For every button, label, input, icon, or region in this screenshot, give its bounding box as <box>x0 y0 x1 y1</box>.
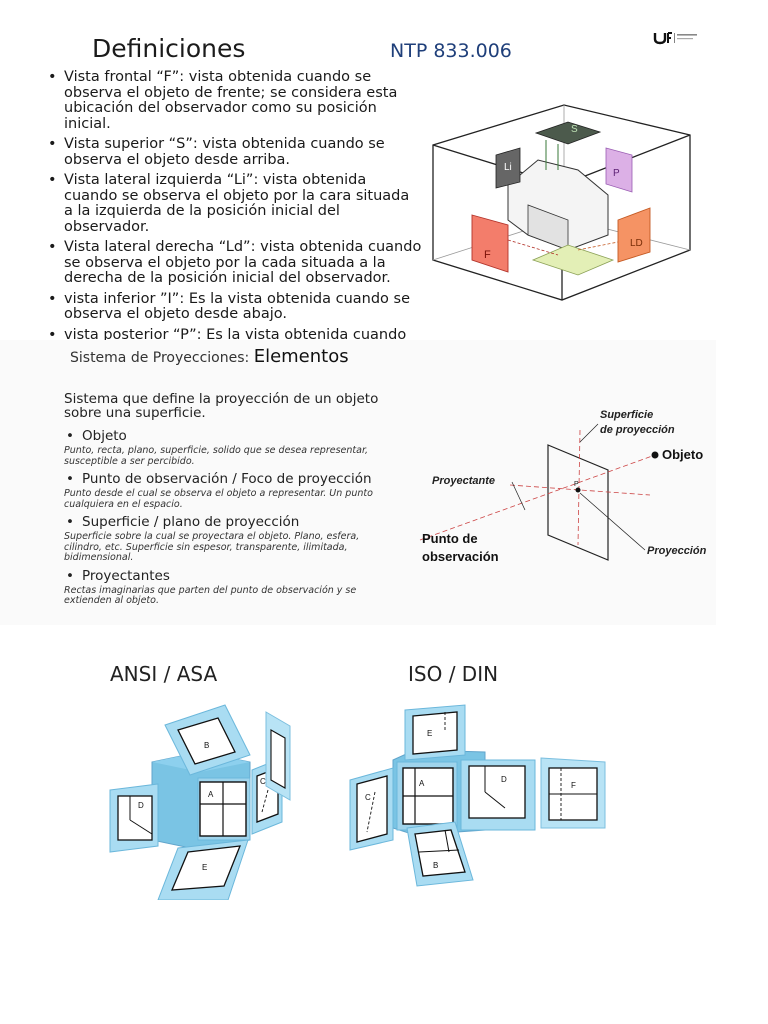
svg-text:S: S <box>571 124 578 135</box>
svg-text:C: C <box>260 777 266 786</box>
svg-text:Punto de: Punto de <box>422 531 478 546</box>
element-description: Punto desde el cual se observa el objeto… <box>64 489 394 510</box>
ansi-title: ANSI / ASA <box>110 662 217 686</box>
element-title: Punto de observación / Foco de proyecció… <box>64 471 394 487</box>
svg-text:A: A <box>208 790 214 799</box>
svg-text:E: E <box>427 729 432 738</box>
definition-item: Vista lateral izquierda “Li”: vista obte… <box>42 173 422 235</box>
svg-text:F: F <box>571 781 576 790</box>
svg-text:observación: observación <box>422 549 499 564</box>
section-intro: Sistema que define la proyección de un o… <box>64 392 384 420</box>
definition-item: Vista lateral derecha “Ld”: vista obteni… <box>42 240 422 287</box>
svg-text:D: D <box>138 801 144 810</box>
iso-diagram: E A C D F B <box>345 700 615 890</box>
svg-text:Li: Li <box>504 162 512 173</box>
list-item: Proyectantes Rectas imaginarias que part… <box>64 568 394 607</box>
svg-text:Superficie: Superficie <box>600 409 653 421</box>
object-point <box>652 452 659 459</box>
views-box-diagram: S Li P F LD <box>428 100 694 305</box>
svg-text:LD: LD <box>630 238 643 249</box>
svg-text:Objeto: Objeto <box>662 447 703 462</box>
element-description: Punto, recta, plano, superficie, solido … <box>64 446 394 467</box>
page-title: Definiciones <box>92 34 245 63</box>
svg-text:E: E <box>202 863 207 872</box>
projection-point <box>576 488 581 493</box>
element-description: Rectas imaginarias que parten del punto … <box>64 586 394 607</box>
logo-icon <box>652 30 700 46</box>
definition-item: Vista superior “S”: vista obtenida cuand… <box>42 137 422 168</box>
element-title: Proyectantes <box>64 568 394 584</box>
svg-text:P: P <box>574 481 579 488</box>
section-heading: Sistema de Proyecciones: Elementos <box>70 346 349 367</box>
element-title: Objeto <box>64 428 394 444</box>
element-title: Superficie / plano de proyección <box>64 514 394 530</box>
view-li-panel: Li <box>496 148 520 188</box>
svg-text:Proyectante: Proyectante <box>432 475 495 487</box>
element-description: Superficie sobre la cual se proyectara e… <box>64 532 394 564</box>
list-item: Superficie / plano de proyección Superfi… <box>64 514 394 564</box>
elements-list: Objeto Punto, recta, plano, superficie, … <box>64 428 394 611</box>
ansi-diagram: B A D C E <box>100 700 320 900</box>
view-p-panel: P <box>606 148 632 192</box>
definitions-list: Vista frontal “F”: vista obtenida cuando… <box>42 70 422 364</box>
view-s-panel: S <box>536 122 600 170</box>
iso-title: ISO / DIN <box>408 662 498 686</box>
svg-text:de proyección: de proyección <box>600 424 675 436</box>
svg-text:B: B <box>433 861 438 870</box>
standard-label: NTP 833.006 <box>390 40 512 62</box>
svg-text:C: C <box>365 793 371 802</box>
svg-text:B: B <box>204 741 209 750</box>
list-item: Objeto Punto, recta, plano, superficie, … <box>64 428 394 467</box>
svg-text:D: D <box>501 775 507 784</box>
svg-text:Proyección: Proyección <box>647 545 707 557</box>
list-item: Punto de observación / Foco de proyecció… <box>64 471 394 510</box>
svg-text:P: P <box>613 168 620 179</box>
svg-text:A: A <box>419 779 425 788</box>
projection-diagram: P Superficie de proyección Objeto Proyec… <box>400 400 716 590</box>
definition-item: Vista frontal “F”: vista obtenida cuando… <box>42 70 422 132</box>
definition-item: vista inferior ”I”: Es la vista obtenida… <box>42 292 422 323</box>
svg-text:F: F <box>484 249 491 261</box>
